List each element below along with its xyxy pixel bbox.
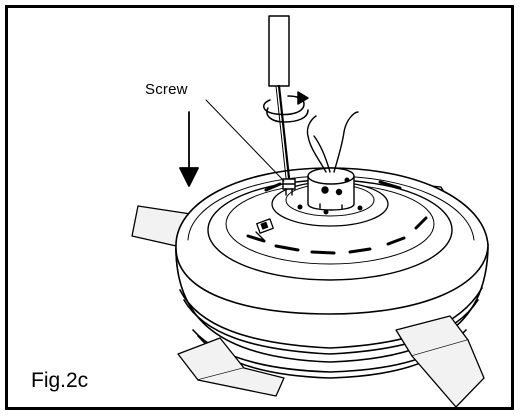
- figure-frame: Screw Fig.2c: [5, 5, 514, 410]
- motor-housing-upper: [175, 167, 489, 315]
- reverse-switch: [255, 218, 274, 241]
- fan-motor-illustration: [131, 15, 489, 407]
- screw-callout-label: Screw: [145, 81, 188, 98]
- screwdriver: [268, 15, 291, 180]
- rotation-arrow-icon: [263, 91, 309, 123]
- blade-bracket-bottom-left: [177, 337, 285, 397]
- down-arrow-icon: [179, 111, 199, 187]
- screw-callout-leader: [205, 99, 285, 182]
- motor-shaft-hub: [297, 111, 363, 215]
- figure-caption: Fig.2c: [31, 369, 89, 392]
- blade-bracket-bottom-right: [395, 315, 485, 407]
